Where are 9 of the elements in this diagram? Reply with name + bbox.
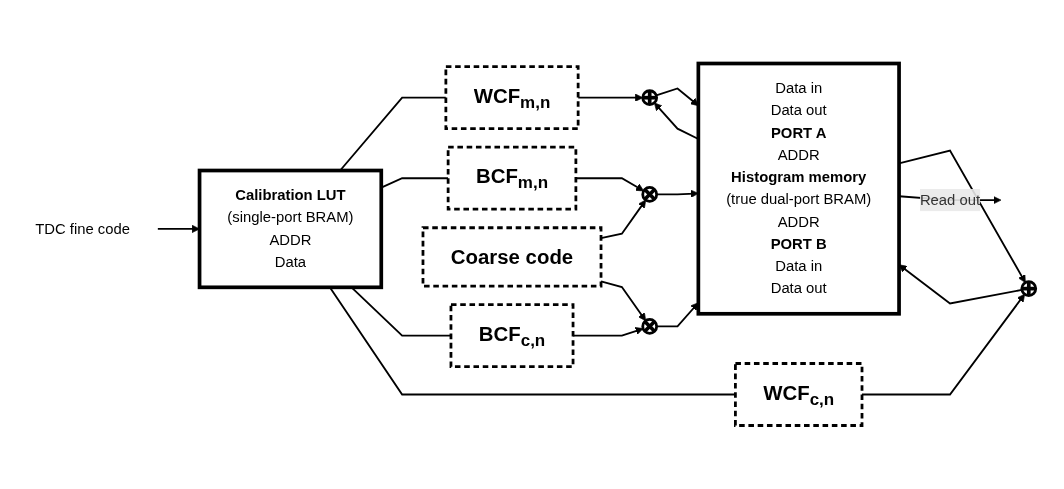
node-box: WCF$_{m,n}$ [444, 65, 580, 131]
node-box: WCF$_{c,n}$ [734, 362, 864, 427]
edge-label: Read out [919, 191, 981, 208]
node-box: Calibration LUT (single-port BRAM) ADDR Data [197, 168, 384, 290]
node-box: BCF$_{m,n}$ [446, 145, 578, 211]
node-box: BCF$_{c,n}$ [449, 303, 575, 369]
node-text: TDC fine code [35, 220, 131, 237]
node-box: Data in Data out PORT A ADDR Histogram memory (true dual-port BRAM) ADDR PORT B Data in Data out [696, 61, 901, 316]
node-box: Coarse code [421, 226, 603, 288]
